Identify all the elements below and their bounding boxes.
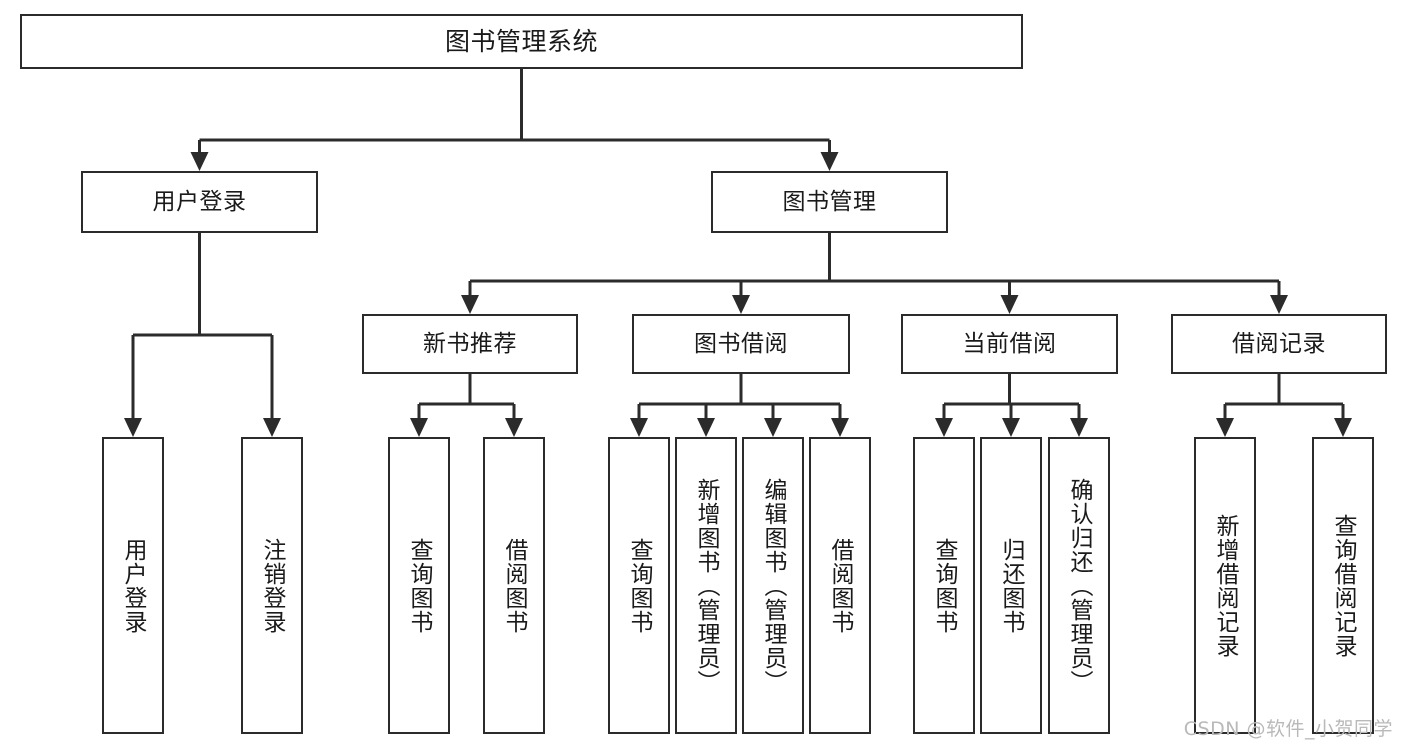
- node-label: 新增图书（管理员）: [693, 477, 720, 694]
- node-borrow-records[interactable]: 借阅记录: [1171, 314, 1387, 374]
- watermark-text: CSDN @软件_小贺同学: [1183, 718, 1393, 740]
- node-label: 查询图书: [626, 537, 653, 634]
- node-book-management[interactable]: 图书管理: [711, 171, 948, 233]
- node-label: 编辑图书（管理员）: [760, 477, 787, 694]
- node-leaf-confirm-return-admin[interactable]: 确认归还（管理员）: [1048, 437, 1110, 734]
- node-leaf-add-book-admin[interactable]: 新增图书（管理员）: [675, 437, 737, 734]
- node-label: 查询图书: [931, 537, 958, 634]
- node-leaf-logout[interactable]: 注销登录: [241, 437, 303, 734]
- node-root[interactable]: 图书管理系统: [20, 14, 1023, 69]
- node-label: 新增借阅记录: [1212, 513, 1239, 658]
- node-leaf-query-books-recommend[interactable]: 查询图书: [388, 437, 450, 734]
- node-leaf-edit-book-admin[interactable]: 编辑图书（管理员）: [742, 437, 804, 734]
- node-label: 查询借阅记录: [1330, 513, 1357, 658]
- node-label: 借阅图书: [501, 537, 528, 634]
- node-book-borrow[interactable]: 图书借阅: [632, 314, 850, 374]
- node-label: 图书管理系统: [444, 27, 598, 56]
- node-leaf-query-borrow-record[interactable]: 查询借阅记录: [1312, 437, 1374, 734]
- node-label: 用户登录: [120, 537, 147, 634]
- node-label: 借阅记录: [1232, 330, 1326, 357]
- node-leaf-query-books[interactable]: 查询图书: [608, 437, 670, 734]
- node-label: 确认归还（管理员）: [1066, 477, 1093, 694]
- node-user-login[interactable]: 用户登录: [81, 171, 318, 233]
- node-leaf-borrow-books-recommend[interactable]: 借阅图书: [483, 437, 545, 734]
- node-label: 图书管理: [782, 188, 877, 215]
- node-new-book-recommend[interactable]: 新书推荐: [362, 314, 578, 374]
- node-label: 归还图书: [998, 537, 1025, 634]
- node-label: 借阅图书: [827, 537, 854, 634]
- node-leaf-query-books-current[interactable]: 查询图书: [913, 437, 975, 734]
- node-label: 新书推荐: [423, 330, 517, 357]
- node-label: 注销登录: [259, 537, 286, 634]
- node-leaf-user-login[interactable]: 用户登录: [102, 437, 164, 734]
- node-label: 用户登录: [152, 188, 247, 215]
- node-label: 当前借阅: [962, 330, 1057, 357]
- node-current-borrow[interactable]: 当前借阅: [901, 314, 1118, 374]
- node-leaf-borrow-books[interactable]: 借阅图书: [809, 437, 871, 734]
- node-label: 查询图书: [406, 537, 433, 634]
- node-label: 图书借阅: [694, 330, 788, 357]
- node-leaf-add-borrow-record[interactable]: 新增借阅记录: [1194, 437, 1256, 734]
- node-leaf-return-books[interactable]: 归还图书: [980, 437, 1042, 734]
